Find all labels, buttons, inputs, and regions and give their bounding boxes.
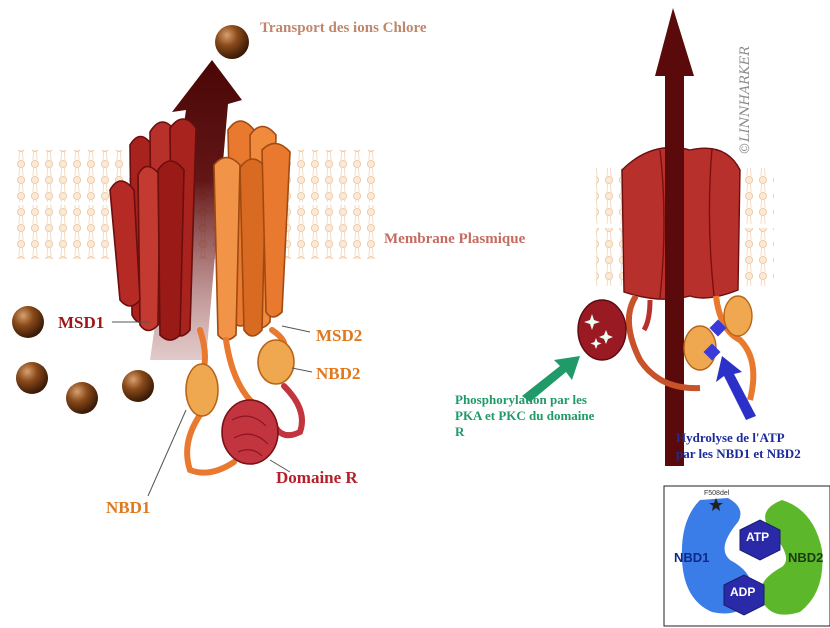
domaine-r-right: [578, 300, 626, 360]
hydrolysis-label: Hydrolyse de l'ATP par les NBD1 et NBD2: [676, 430, 806, 462]
domaine-r-label: Domaine R: [276, 468, 358, 488]
inset-adp-label: ADP: [730, 585, 755, 599]
inset-atp-label: ATP: [746, 530, 769, 544]
artist-signature: ©LINNHARKER: [738, 46, 753, 155]
nbd1-domain: [186, 364, 218, 416]
inset-nbd1-label: NBD1: [674, 550, 709, 565]
phosphorylation-label: Phosphorylation par les PKA et PKC du do…: [455, 392, 605, 440]
transport-label: Transport des ions Chlore: [260, 20, 427, 37]
nbd1-label: NBD1: [106, 498, 150, 518]
chloride-ion: [12, 306, 44, 338]
nbd2-label: NBD2: [316, 364, 360, 384]
chloride-ion: [66, 382, 98, 414]
chloride-ion: [122, 370, 154, 402]
inset-nbd2-label: NBD2: [788, 550, 823, 565]
chloride-ion: [16, 362, 48, 394]
nbd2-right: [724, 296, 752, 336]
domaine-r: [222, 400, 278, 464]
msd2-label: MSD2: [316, 326, 362, 346]
msd1-label: MSD1: [58, 313, 104, 333]
chloride-ion-transported: [215, 25, 249, 59]
membrane-label: Membrane Plasmique: [384, 231, 525, 248]
inset-mutation-label: F508del: [704, 490, 729, 497]
nbd2-domain: [258, 340, 294, 384]
